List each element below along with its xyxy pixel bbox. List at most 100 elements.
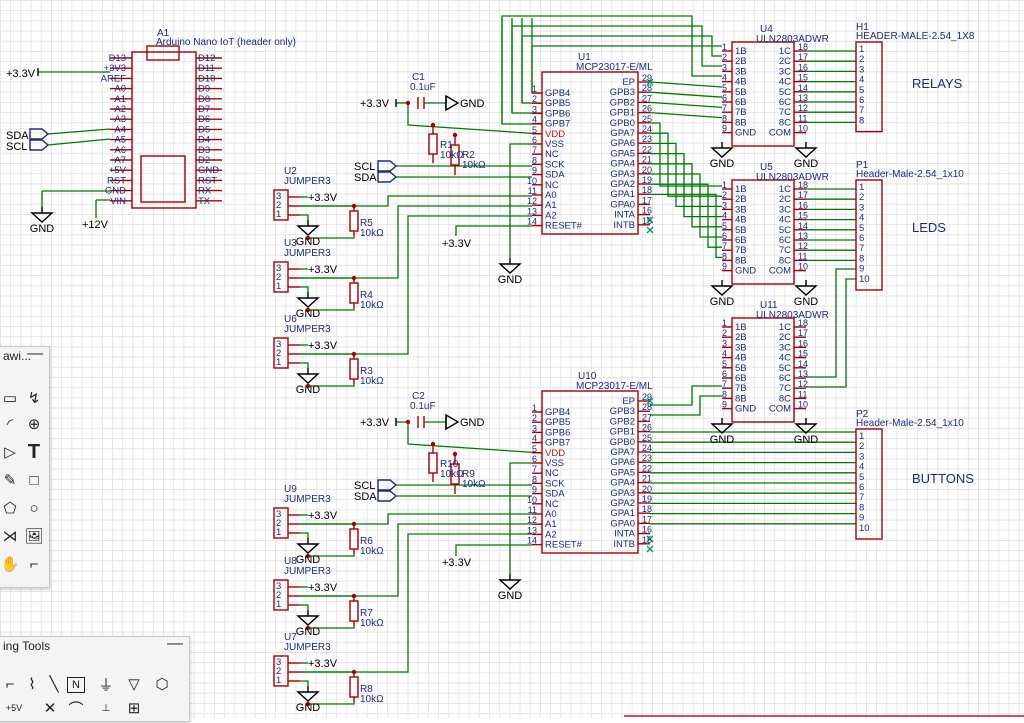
wire bbox=[511, 18, 542, 114]
gnd-symbol bbox=[296, 220, 320, 236]
uln-body bbox=[731, 41, 795, 147]
bus-entry-icon[interactable]: ⌐ bbox=[5, 675, 15, 693]
wire bbox=[300, 286, 309, 292]
cap-value: 0.1uF bbox=[410, 401, 436, 412]
ground-icon[interactable]: ⏚ bbox=[98, 676, 114, 694]
mcp-pin-num: 12 bbox=[527, 515, 537, 525]
triangle-icon[interactable]: ▽ bbox=[128, 676, 140, 693]
text-tool-icon[interactable]: T bbox=[27, 440, 41, 463]
jumper-value: JUMPER3 bbox=[284, 566, 331, 577]
pin-tool-icon[interactable]: ⋊ bbox=[2, 528, 18, 545]
uln-pin: 4B bbox=[735, 215, 747, 226]
polygon-tool-icon[interactable]: ⬠ bbox=[3, 500, 17, 517]
jumper-pin: 2 bbox=[276, 518, 281, 529]
net-port-icon[interactable]: ⬡ bbox=[155, 676, 169, 693]
uln-pin-num: 3 bbox=[722, 338, 727, 348]
mcp-pin-num: 29 bbox=[642, 392, 652, 402]
resistor-value: 10kΩ bbox=[462, 160, 486, 171]
pencil-tool-icon[interactable]: ✎ bbox=[3, 472, 17, 489]
power-label: +3.3V bbox=[308, 192, 338, 204]
uln-pin-num: 2 bbox=[722, 190, 727, 200]
uln-pin: 8C bbox=[779, 393, 791, 404]
header-value: HEADER-MALE-2.54_1X8 bbox=[856, 31, 975, 42]
rectangle-select-icon[interactable]: ▭ bbox=[2, 390, 18, 407]
jumper-value: JUMPER3 bbox=[284, 176, 331, 187]
mcp-pin: GPB0 bbox=[610, 437, 635, 448]
wire bbox=[300, 604, 309, 610]
net-label-icon[interactable]: N bbox=[67, 677, 85, 693]
header-body bbox=[855, 428, 883, 540]
mcp-pin: GPA5 bbox=[610, 148, 635, 159]
gnd-triangle bbox=[794, 423, 818, 434]
image-tool-icon[interactable]: 🖼 bbox=[24, 528, 44, 545]
uln-pin: 3C bbox=[779, 66, 791, 77]
uln-pin: 4C bbox=[779, 353, 791, 364]
hand-tool-icon[interactable]: ✋ bbox=[0, 556, 20, 573]
wire bbox=[300, 523, 532, 597]
mcp-pin-num: 8 bbox=[532, 474, 537, 484]
uln-pin-num: 1 bbox=[722, 42, 727, 52]
wire bbox=[650, 152, 722, 218]
arc-tool-icon[interactable]: ◜ bbox=[7, 416, 13, 433]
wire-icon[interactable]: ⌇ bbox=[28, 676, 36, 693]
scl-port bbox=[377, 479, 398, 491]
gnd-triangle bbox=[710, 285, 734, 296]
uln-pin-num: 4 bbox=[722, 211, 727, 221]
sda-label: SDA bbox=[354, 172, 377, 184]
close-icon[interactable]: — bbox=[167, 635, 183, 652]
uln-pin: 7B bbox=[735, 383, 747, 394]
uln-pin: 1C bbox=[779, 322, 791, 333]
polyline-tool-icon[interactable]: ⌐ bbox=[29, 555, 39, 573]
resistor-ref: R3 bbox=[360, 366, 373, 377]
uln-pin: 6C bbox=[779, 97, 791, 108]
close-icon[interactable]: — bbox=[27, 345, 43, 362]
power-label: +3.3V bbox=[6, 68, 36, 80]
arrow-tool-icon[interactable]: ▷ bbox=[4, 444, 16, 461]
component-icon[interactable]: ⊞ bbox=[127, 700, 141, 717]
bezier-icon[interactable]: ⌒ bbox=[68, 700, 84, 718]
no-connect-icon[interactable]: ✕ bbox=[43, 700, 57, 717]
header-value: Header-Male-2.54_1x10 bbox=[856, 169, 964, 180]
gnd-symbol bbox=[30, 207, 54, 223]
jumper-value: JUMPER3 bbox=[284, 494, 331, 505]
uln-pin-num: 1 bbox=[722, 318, 727, 328]
mcp-pin: GPB6 bbox=[545, 427, 570, 438]
mcp-pin-num: 19 bbox=[642, 175, 652, 185]
mcp-pin: GPB2 bbox=[610, 97, 635, 108]
drawing-tools-panel: ing Tools — ⌐ ⌇ ╲ N ⏚ ▽ ⬡ +5V ✕ ⌒ ⊥ ⊞ bbox=[0, 635, 190, 722]
gnd-label: GND bbox=[296, 554, 321, 566]
uln-pin: 2B bbox=[735, 332, 747, 343]
uln-pin: 1B bbox=[735, 46, 747, 57]
line-icon[interactable]: ╲ bbox=[49, 676, 59, 693]
jumper-value: JUMPER3 bbox=[284, 642, 331, 653]
wire bbox=[650, 385, 722, 406]
arduino-pin: A3 bbox=[114, 114, 126, 125]
mcp-pin-num: 5 bbox=[532, 444, 537, 454]
mcp-pin-num: 14 bbox=[527, 217, 537, 227]
mcp-pin-num: 7 bbox=[532, 464, 537, 474]
uln-pin: 3C bbox=[779, 204, 791, 215]
wire bbox=[649, 91, 723, 98]
rectangle-tool-icon[interactable]: □ bbox=[29, 471, 39, 489]
jumper-pin: 2 bbox=[276, 666, 281, 677]
mcp-pin: INTB bbox=[613, 220, 635, 231]
uln-pin-num: 7 bbox=[722, 241, 727, 251]
mcp-pin: GPA4 bbox=[610, 478, 635, 489]
arduino-pin: D12 bbox=[198, 53, 215, 64]
ellipse-tool-icon[interactable]: ○ bbox=[29, 499, 39, 517]
power-5v-icon[interactable]: +5V bbox=[5, 703, 23, 713]
gnd-label: GND bbox=[498, 274, 523, 286]
gnd-triangle bbox=[794, 147, 818, 158]
uln-pin-num: 10 bbox=[798, 262, 808, 272]
wire bbox=[308, 626, 355, 629]
header-pin: 1 bbox=[859, 44, 864, 55]
gnd-arrow bbox=[445, 94, 460, 112]
uln-pin-num: 12 bbox=[798, 103, 808, 113]
uln-pin: 4C bbox=[779, 77, 791, 88]
bus-icon[interactable]: ⊥ bbox=[101, 702, 111, 714]
wire-tool-icon[interactable]: ↯ bbox=[27, 390, 41, 407]
circle-plus-icon[interactable]: ⊕ bbox=[27, 416, 41, 433]
gnd-triangle bbox=[498, 579, 522, 590]
uln-pin-num: 14 bbox=[798, 83, 808, 93]
